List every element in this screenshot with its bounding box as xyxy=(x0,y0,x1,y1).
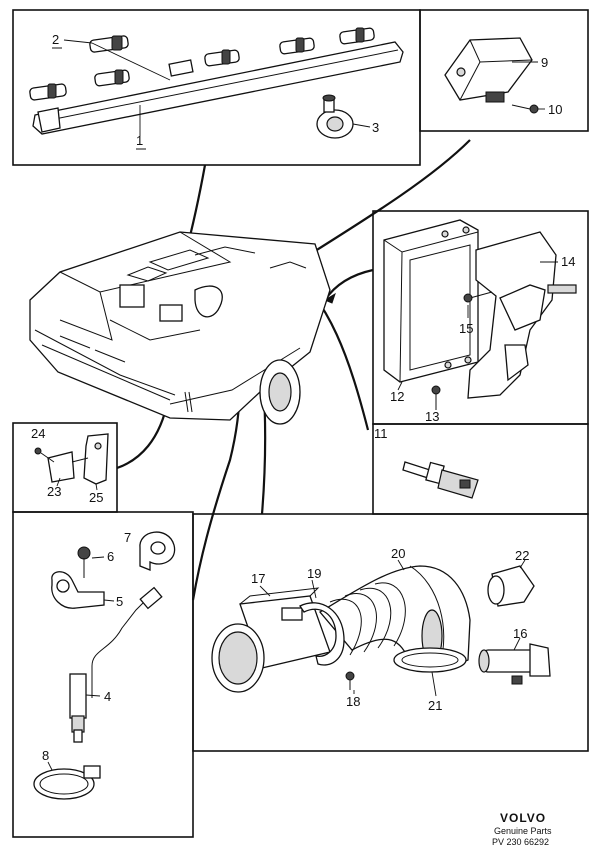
injector-icon xyxy=(339,27,375,45)
callout-25: 25 xyxy=(89,490,103,505)
clip-7-icon xyxy=(139,531,176,571)
injector-icon xyxy=(279,37,315,55)
screw-6-icon xyxy=(77,546,91,578)
callout-15: 15 xyxy=(459,321,473,336)
lambda-sensor-4-icon xyxy=(69,673,87,743)
callout-11: 11 xyxy=(374,426,388,441)
injector-icon xyxy=(204,49,240,67)
frame-air-intake xyxy=(192,513,589,752)
callout-4: 4 xyxy=(104,689,111,704)
callout-18: 18 xyxy=(346,694,360,709)
callout-12: 12 xyxy=(390,389,404,404)
air-intake-assembly xyxy=(211,559,551,697)
hose-clamp-8-icon xyxy=(33,765,101,800)
callout-2: 2 xyxy=(52,32,59,47)
hose-clamp-21-icon xyxy=(393,647,467,673)
sensor-9-assembly xyxy=(444,37,545,114)
screw-15-icon xyxy=(463,291,493,303)
callout-10: 10 xyxy=(548,102,562,117)
callout-6: 6 xyxy=(107,549,114,564)
inset-frames xyxy=(12,9,589,838)
callout-5: 5 xyxy=(116,594,123,609)
injector-icon xyxy=(29,83,67,101)
valve-22-icon xyxy=(487,565,535,607)
callout-1: 1 xyxy=(136,133,143,148)
genuine-parts-label: Genuine Parts xyxy=(494,826,552,836)
callout-8: 8 xyxy=(42,748,49,763)
hose-clamp-19-icon xyxy=(299,602,345,666)
callout-3: 3 xyxy=(372,120,379,135)
injector-icon xyxy=(89,35,129,53)
brand-logo: VOLVO xyxy=(500,811,546,825)
clamp-5-icon xyxy=(51,571,105,609)
volvo-footer: VOLVO Genuine Parts PV 230 66292 xyxy=(492,811,552,847)
injector-icon xyxy=(94,69,130,87)
callout-21: 21 xyxy=(428,698,442,713)
callout-17: 17 xyxy=(251,571,265,586)
frame-sensor-9 xyxy=(419,9,589,132)
callout-13: 13 xyxy=(425,409,439,424)
callout-16: 16 xyxy=(513,626,527,641)
callout-14: 14 xyxy=(561,254,575,269)
control-unit-assembly xyxy=(383,219,577,410)
callout-19: 19 xyxy=(307,566,321,581)
pressure-regulator-icon xyxy=(316,94,354,139)
callout-labels: 1 2 3 9 10 14 15 12 13 11 24 23 25 7 6 5… xyxy=(31,32,575,763)
temperature-sensor-11 xyxy=(402,461,479,499)
air-mass-meter-17-icon xyxy=(211,587,331,693)
callout-9: 9 xyxy=(541,55,548,70)
screw-13-icon xyxy=(431,385,441,410)
callout-23: 23 xyxy=(47,484,61,499)
part-code-label: PV 230 66292 xyxy=(492,837,549,847)
callout-24: 24 xyxy=(31,426,45,441)
bolt-18-icon xyxy=(345,671,355,690)
callout-20: 20 xyxy=(391,546,405,561)
callout-7: 7 xyxy=(124,530,131,545)
car-engine-bay-illustration xyxy=(29,231,331,425)
lambda-sensor-assembly xyxy=(33,531,176,800)
callout-22: 22 xyxy=(515,548,529,563)
fuel-rail-assembly xyxy=(29,27,404,139)
bracket-23-assembly xyxy=(34,433,109,491)
idle-valve-16-icon xyxy=(478,643,551,685)
